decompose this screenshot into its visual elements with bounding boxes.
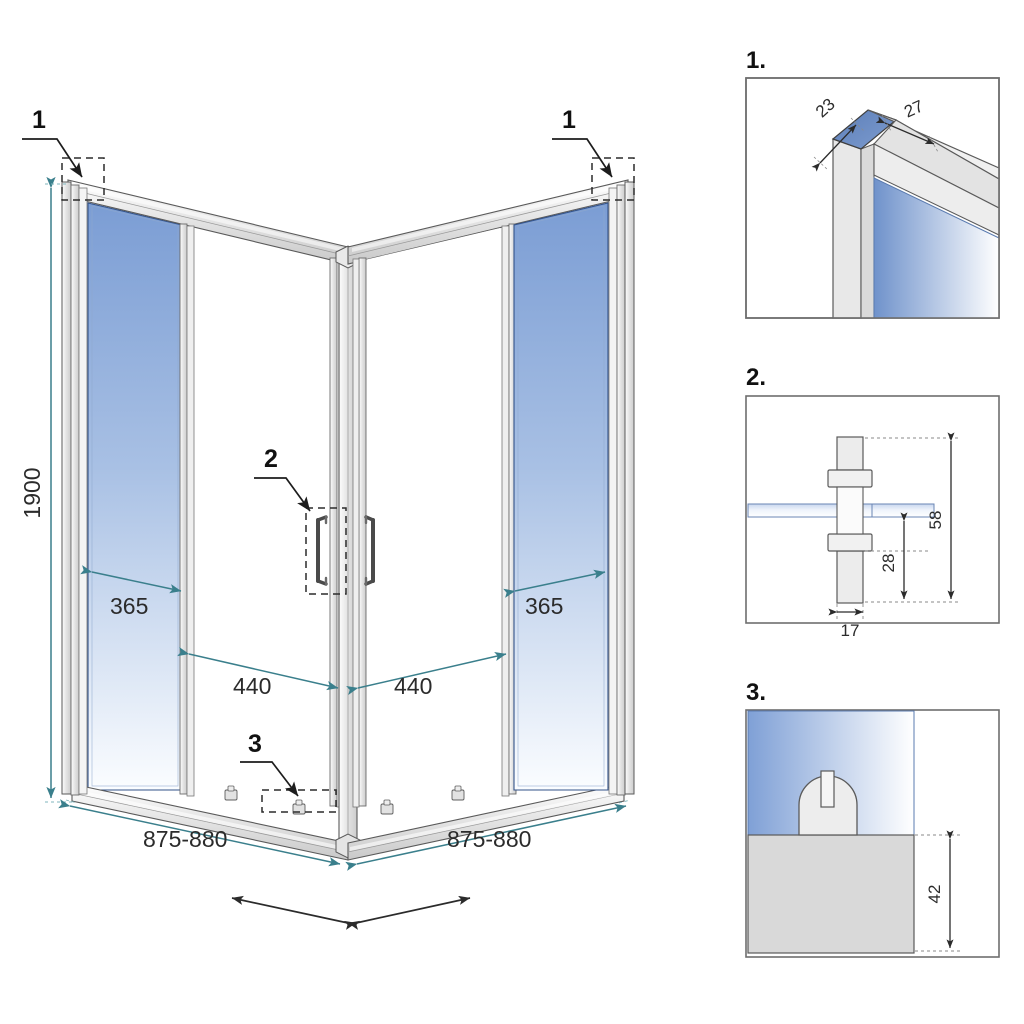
detail-2-dim-17-label: 17 (841, 621, 860, 640)
right-mullion (501, 223, 517, 797)
detail-2-geometry (747, 436, 935, 604)
callout-1-left: 1 (22, 106, 83, 178)
detail-panel-3: 3. 42 (745, 679, 1000, 958)
right-door-handle (364, 515, 375, 586)
callout-1-right: 1 (552, 106, 613, 178)
dimension-base-left: 875-880 (58, 799, 341, 867)
detail-2-dim-17: 17 (828, 608, 864, 640)
dimension-base-right: 875-880 (345, 799, 631, 871)
detail-2-label: 2. (746, 364, 766, 391)
roller-bracket (380, 799, 394, 815)
dimension-glass-right-label: 365 (525, 593, 563, 619)
dimension-base-left-label: 875-880 (143, 826, 227, 852)
callout-1-right-label: 1 (562, 106, 576, 134)
dimension-door-right-440: 440 (346, 651, 507, 699)
detail-panel-2: 2. (745, 364, 1000, 640)
left-fixed-glass-panel (87, 202, 183, 791)
detail-2-dim-28-label: 28 (879, 554, 898, 573)
detail-3-dim-42: 42 (925, 830, 954, 949)
roller-bracket (451, 785, 465, 801)
detail-3-geometry (747, 710, 915, 954)
main-isometric-view: 1 1 2 3 1900 (19, 106, 635, 930)
dimension-door-left-440: 440 (177, 646, 339, 699)
dimension-glass-left-365: 365 (80, 565, 182, 619)
callout-box-1-right (591, 157, 635, 201)
callout-box-1-left (61, 157, 105, 201)
right-wall-post (608, 181, 635, 796)
detail-2-dim-58-label: 58 (926, 511, 945, 530)
callout-box-2 (305, 507, 347, 595)
dimension-height-1900: 1900 (19, 176, 72, 803)
detail-panel-1: 1. (745, 47, 1000, 319)
dimension-height-label: 1900 (19, 467, 45, 518)
detail-2-dim-28: 28 (879, 512, 908, 600)
callout-2-label: 2 (264, 445, 278, 473)
callout-3: 3 (240, 730, 299, 797)
dimension-door-right-label: 440 (394, 673, 432, 699)
left-door-panel (196, 228, 336, 800)
callout-2: 2 (254, 445, 311, 512)
callout-1-left-label: 1 (32, 106, 46, 134)
dimension-glass-right-365: 365 (503, 569, 606, 619)
slide-direction-arrows (231, 895, 471, 930)
left-wall-post (61, 181, 88, 796)
dimension-door-left-label: 440 (233, 673, 271, 699)
dimension-base-right-label: 875-880 (447, 826, 531, 852)
detail-3-label: 3. (746, 679, 766, 706)
detail-1-geometry (745, 77, 1000, 319)
right-door-panel (360, 228, 500, 800)
detail-3-dim-42-label: 42 (925, 885, 944, 904)
detail-1-label: 1. (746, 47, 766, 74)
callout-3-label: 3 (248, 730, 262, 758)
left-mullion (179, 223, 195, 797)
left-door-handle (316, 515, 328, 586)
dimension-glass-left-label: 365 (110, 593, 148, 619)
right-door-stile (352, 257, 367, 808)
right-fixed-glass-panel (513, 202, 609, 791)
detail-2-dim-58: 58 (926, 432, 955, 600)
